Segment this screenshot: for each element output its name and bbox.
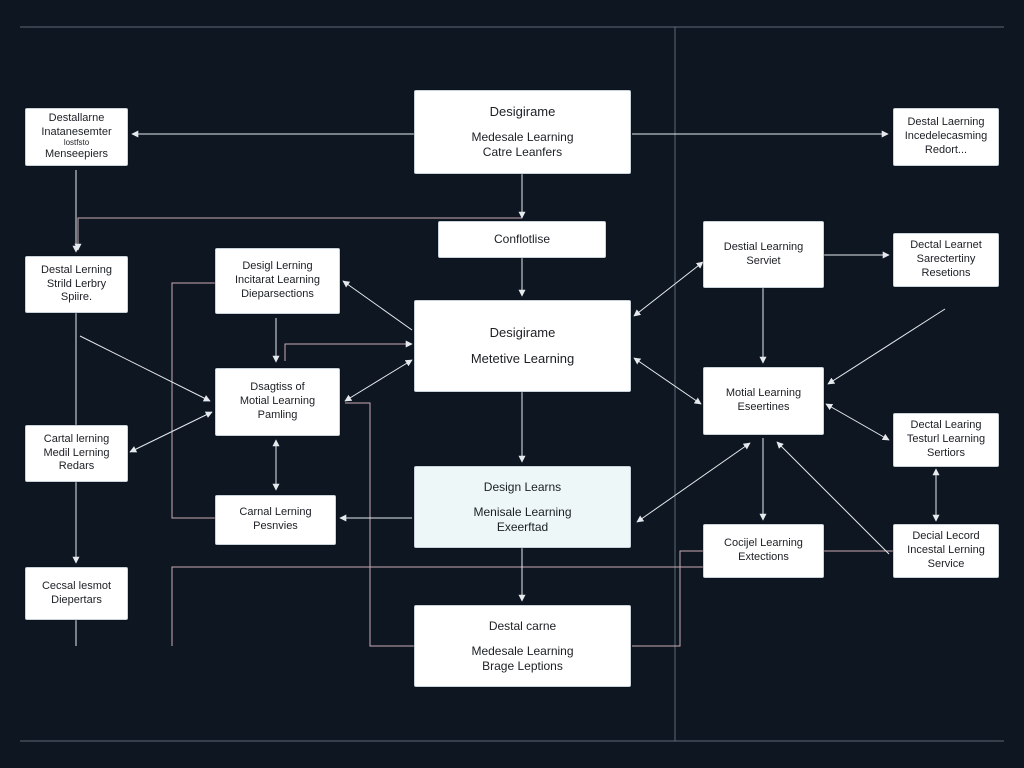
node-mid-left-1[interactable]: Desigl Lerning Incitarat Learning Diepar…: [215, 248, 340, 314]
node-title: Conflotlise: [493, 232, 551, 246]
connector: [74, 217, 522, 251]
node-line: Destallarne: [48, 111, 105, 124]
node-line: Dectal Learing: [910, 419, 982, 432]
arrow: [636, 442, 751, 523]
node-line: Destal Lerning: [41, 263, 112, 276]
node-line: Redars: [58, 460, 95, 473]
node-line: Sertiors: [927, 446, 965, 459]
node-line: Dectal Learnet: [910, 239, 982, 252]
node-line: Incestal Lerning: [907, 544, 985, 557]
arrow: [344, 359, 413, 402]
connector: [632, 550, 703, 647]
node-line: Service: [927, 557, 965, 570]
node-line: Pesnvies: [253, 520, 298, 532]
node-confluence[interactable]: Conflotlise: [438, 221, 606, 258]
node-mid-left-3[interactable]: Carnal Lerning Pesnvies: [215, 495, 336, 545]
node-line: Eseertines: [737, 401, 790, 413]
node-line: Carnal Lerning: [239, 506, 312, 519]
node-right-3[interactable]: Dectal Learing Testurl Learning Sertiors: [893, 413, 999, 467]
node-center-lower[interactable]: Design Learns Menisale Learning Exeerfta…: [414, 466, 631, 548]
node-line: Cartal lerning: [43, 432, 110, 445]
node-right-mid-1[interactable]: Destial Learning Serviet: [703, 221, 824, 288]
node-line: Resetions: [921, 266, 971, 279]
node-line: Spiire.: [60, 291, 93, 304]
node-line: Destial Learning: [723, 240, 804, 253]
node-line: Incedelecasming: [904, 130, 988, 143]
node-line: Catre Leanfers: [482, 145, 563, 160]
arrow: [342, 280, 413, 331]
node-line: Redort...: [924, 143, 968, 156]
node-title: Desigirame: [489, 324, 556, 340]
node-line: Strild Lerbry: [46, 277, 107, 290]
node-line: Dieparsections: [241, 287, 314, 300]
node-left-top[interactable]: Destallarne Inatanesemter lostfsto Mense…: [25, 108, 128, 166]
node-right-2[interactable]: Dectal Learnet Sarectertiny Resetions: [893, 233, 999, 287]
node-right-mid-2[interactable]: Motial Learning Eseertines: [703, 367, 824, 435]
arrow: [129, 411, 213, 453]
connector: [171, 282, 215, 519]
node-line: Menseepiers: [45, 148, 108, 161]
node-line: Medesale Learning: [471, 643, 574, 658]
node-title: Desigirame: [489, 103, 556, 119]
node-line: Motial Learning: [239, 395, 316, 408]
node-line: Dsagtiss of: [250, 381, 305, 394]
arrow: [827, 308, 946, 385]
node-left-3[interactable]: Cartal lerning Medil Lerning Redars: [25, 425, 128, 482]
node-bottom-center[interactable]: Destal carne Medesale Learning Brage Lep…: [414, 605, 631, 687]
node-left-2[interactable]: Destal Lerning Strild Lerbry Spiire.: [25, 256, 128, 313]
node-right-top[interactable]: Destal Laerning Incedelecasming Redort..…: [893, 108, 999, 166]
arrow: [633, 261, 704, 317]
node-line: Incitarat Learning: [235, 274, 320, 287]
node-line: Testurl Learning: [906, 433, 986, 446]
node-mid-left-2[interactable]: Dsagtiss of Motial Learning Pamling: [215, 368, 340, 436]
node-line: Extections: [738, 551, 789, 563]
node-line: Menisale Learning: [473, 504, 572, 519]
connector: [171, 566, 703, 646]
arrow: [776, 441, 890, 555]
connector: [284, 340, 413, 361]
arrow: [633, 357, 702, 405]
node-line: Serviet: [746, 254, 781, 267]
node-right-4[interactable]: Decial Lecord Incestal Lerning Service: [893, 524, 999, 578]
node-right-mid-3[interactable]: Cocijel Learning Extections: [703, 524, 824, 578]
node-title: Design Learns: [483, 479, 562, 494]
node-line: lostfsto: [63, 138, 90, 148]
node-line: Metetive Learning: [470, 351, 575, 366]
node-line: Sarectertiny: [916, 253, 976, 266]
connector: [345, 402, 414, 647]
node-line: Medesale Learning: [471, 130, 574, 145]
node-title: Destal carne: [488, 618, 557, 633]
node-line: Desigl Lerning: [242, 260, 313, 273]
node-line: Medil Lerning: [43, 446, 110, 459]
node-line: Brage Leptions: [482, 658, 563, 673]
node-center-main[interactable]: Desigirame Metetive Learning: [414, 300, 631, 392]
node-line: Cocijel Learning: [724, 537, 803, 550]
arrow: [79, 335, 211, 402]
node-line: Inatanesemter: [41, 125, 112, 138]
node-line: Diepertars: [51, 593, 102, 606]
node-line: Pamling: [257, 408, 298, 421]
node-line: Motial Learning: [725, 387, 802, 400]
node-top-center[interactable]: Desigirame Medesale Learning Catre Leanf…: [414, 90, 631, 174]
node-line: Cecsal lesmot: [41, 579, 112, 592]
node-left-4[interactable]: Cecsal lesmot Diepertars: [25, 567, 128, 620]
node-line: Decial Lecord: [912, 530, 980, 543]
node-line: Exeerftad: [496, 519, 549, 534]
node-line: Destal Laerning: [907, 116, 985, 129]
arrow: [825, 403, 890, 441]
